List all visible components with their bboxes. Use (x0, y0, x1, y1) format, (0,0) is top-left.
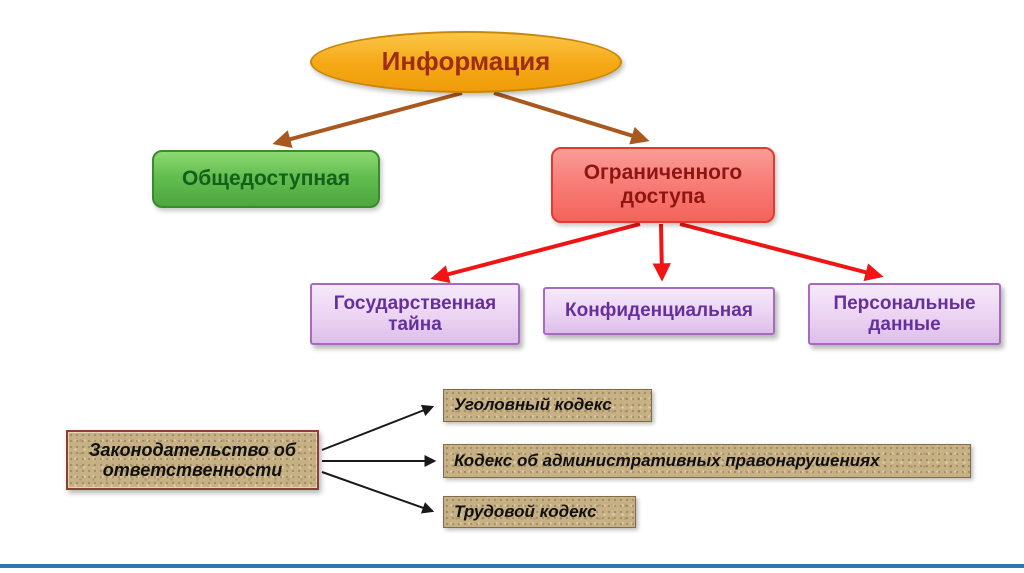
node-labor-code: Трудовой кодекс (443, 496, 636, 528)
node-public-label: Общедоступная (181, 167, 351, 191)
node-personal-data-label: Персональные данные (833, 292, 976, 335)
node-labor-code-label: Трудовой кодекс (454, 501, 597, 521)
arrow-information-to-restricted (493, 91, 650, 145)
node-legislation-label: Законодательство об ответственности (88, 439, 297, 480)
arrow-legislation-to-labor-code (321, 471, 435, 514)
node-confidential-label: Конфиденциальная (565, 300, 753, 322)
node-restricted-access: Ограниченного доступа (551, 147, 775, 223)
node-state-secret: Государственная тайна (310, 283, 520, 345)
arrow-information-to-public (272, 91, 463, 149)
node-criminal-code: Уголовный кодекс (443, 389, 652, 422)
node-public-information: Общедоступная (152, 150, 380, 208)
arrow-restricted-to-personal-data (679, 222, 884, 282)
node-information: Информация (310, 31, 622, 93)
arrow-restricted-to-state-secret (430, 222, 641, 284)
node-administrative-code: Кодекс об административных правонарушени… (443, 444, 971, 478)
node-administrative-code-label: Кодекс об административных правонарушени… (454, 450, 880, 470)
node-criminal-code-label: Уголовный кодекс (454, 395, 612, 415)
arrow-restricted-to-confidential (652, 223, 671, 282)
node-restricted-label: Ограниченного доступа (583, 161, 743, 208)
node-confidential: Конфиденциальная (543, 287, 775, 335)
node-personal-data: Персональные данные (808, 283, 1001, 345)
node-information-label: Информация (381, 46, 551, 77)
node-legislation: Законодательство об ответственности (66, 430, 319, 490)
node-state-secret-label: Государственная тайна (333, 292, 497, 335)
slide-footer-line (0, 564, 1024, 568)
arrow-legislation-to-criminal-code (321, 404, 435, 451)
